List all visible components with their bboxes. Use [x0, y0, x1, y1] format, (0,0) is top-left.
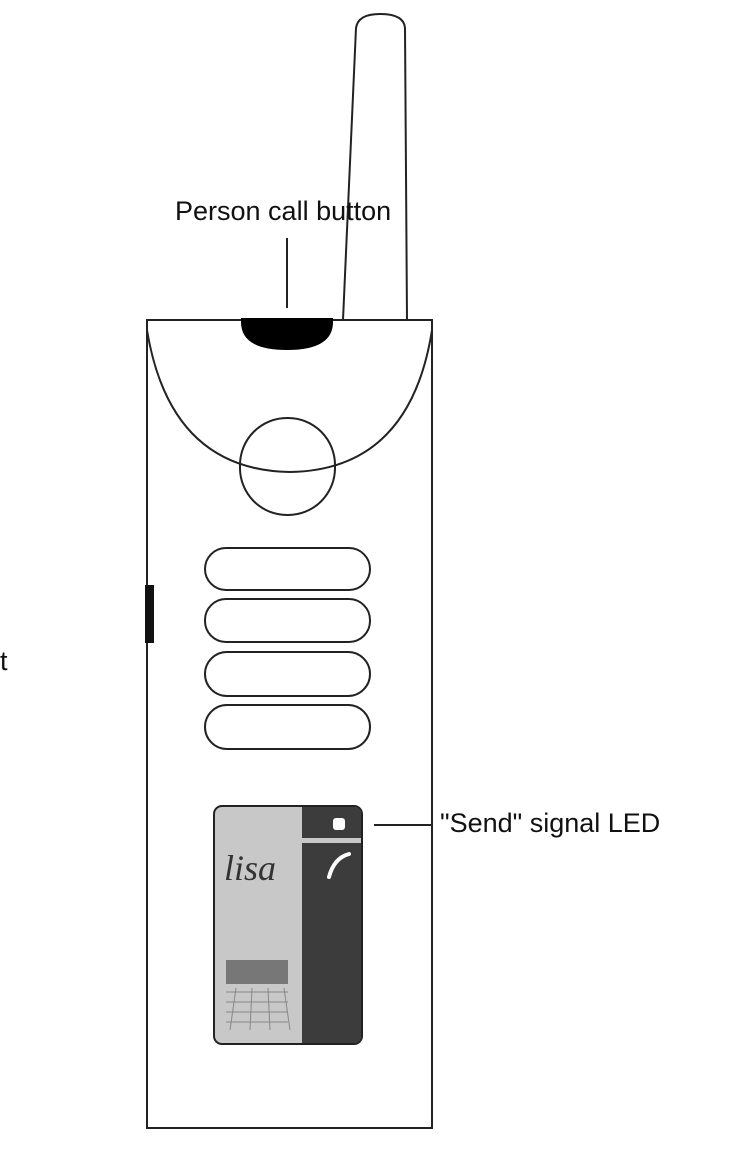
person-call-button-label: Person call button	[175, 196, 392, 226]
send-led	[333, 818, 345, 830]
side-button	[145, 585, 154, 643]
keypad-slot-4	[204, 704, 371, 750]
top-arc	[146, 329, 433, 474]
send-signal-led-label: "Send" signal LED	[440, 808, 661, 838]
keypad-slot-1	[204, 547, 371, 591]
oval-key	[239, 417, 336, 516]
label-panel: lisa	[213, 805, 363, 1045]
person-call-button	[241, 318, 333, 350]
keypad-slot-3	[204, 651, 371, 697]
antenna	[342, 12, 408, 321]
phone-icon	[327, 852, 351, 879]
cut-off-label: t	[0, 646, 8, 676]
lisa-logo: lisa	[224, 848, 276, 888]
keypad-slot-2	[204, 598, 371, 643]
